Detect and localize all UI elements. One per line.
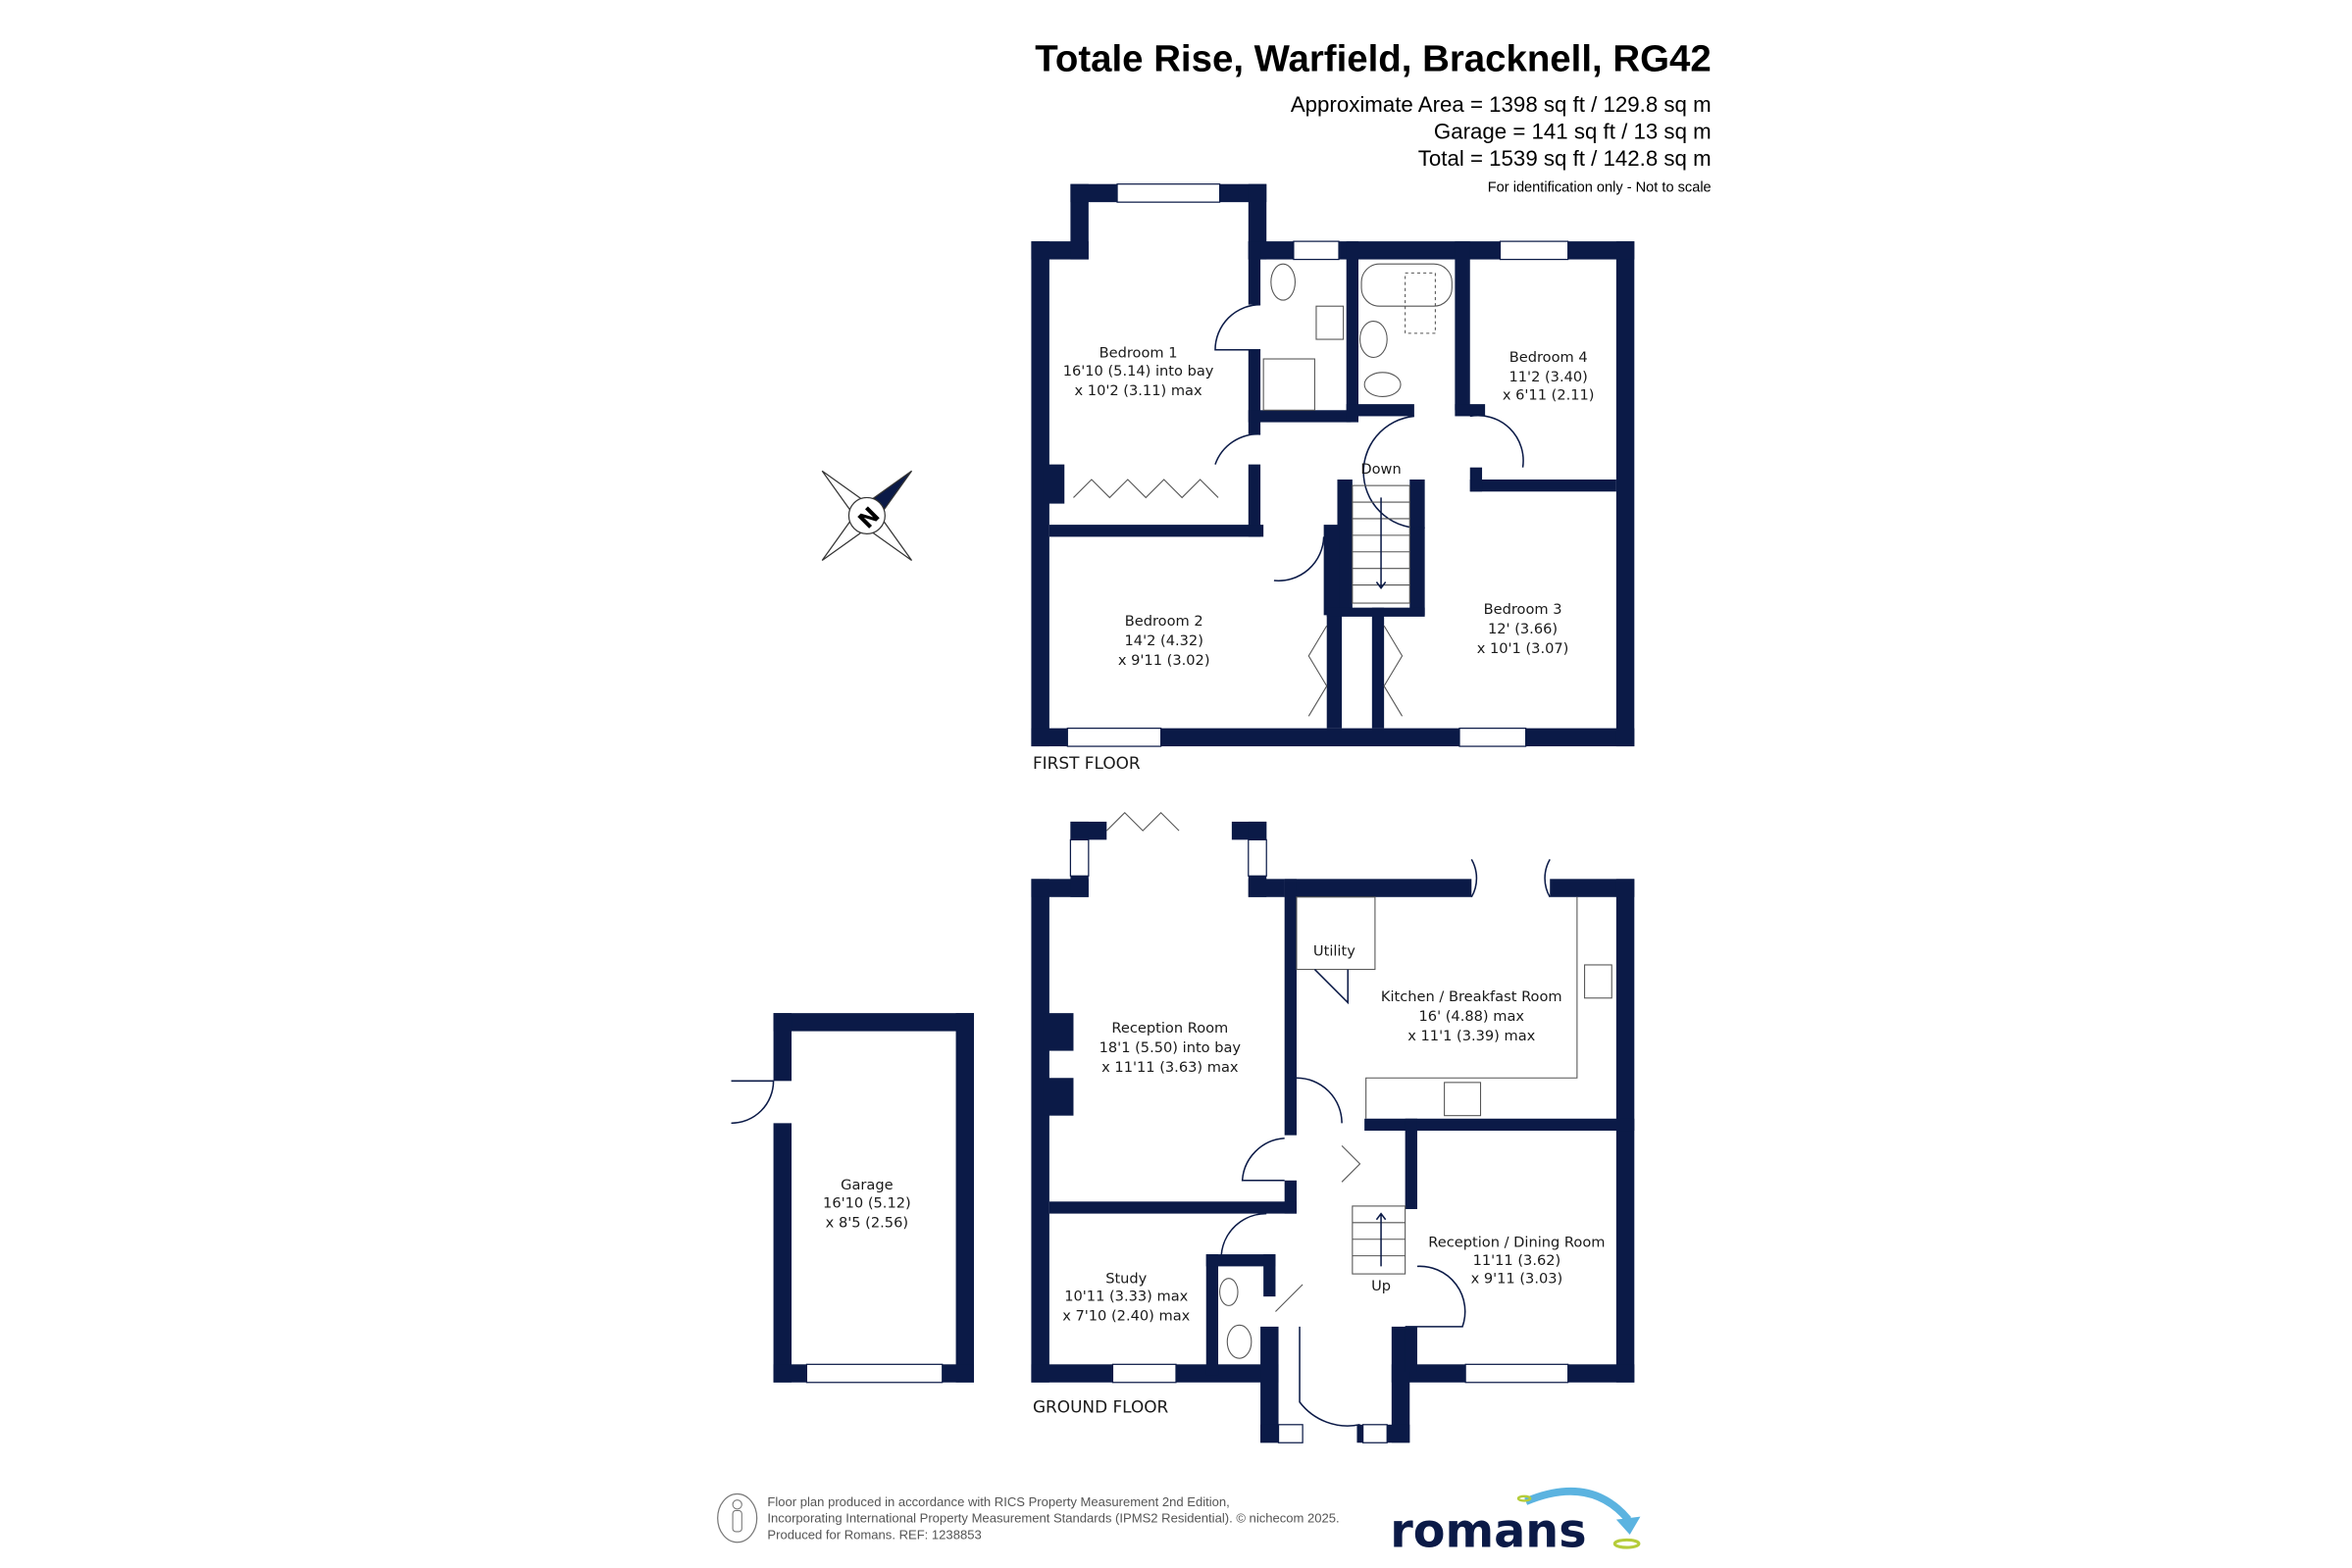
kitchen-dim1: 16' (4.88) max	[1419, 1008, 1525, 1025]
bedroom-4-name: Bedroom 4	[1509, 349, 1588, 366]
ground-floor-plan: Reception Room 18'1 (5.50) into bay x 11…	[1031, 811, 1635, 1443]
bedroom-4-dim2: x 6'11 (2.11)	[1503, 387, 1595, 404]
bedroom-1-name: Bedroom 1	[1099, 344, 1178, 361]
footer-line-1: Floor plan produced in accordance with R…	[767, 1494, 1229, 1509]
kitchen-name: Kitchen / Breakfast Room	[1381, 988, 1562, 1005]
bedroom-1-dim1: 16'10 (5.14) into bay	[1063, 363, 1214, 379]
footer: Floor plan produced in accordance with R…	[717, 1488, 1641, 1558]
stairs-up-label: Up	[1371, 1278, 1391, 1294]
reception-room-dim2: x 11'11 (3.63) max	[1101, 1059, 1239, 1076]
first-floor-windows	[1066, 183, 1569, 747]
logo-arrow-icon	[1524, 1488, 1632, 1523]
garage-area: Garage = 141 sq ft / 13 sq m	[1434, 120, 1712, 144]
first-floor-plan: Bedroom 1 16'10 (5.14) into bay x 10'2 (…	[1031, 183, 1635, 773]
first-floor-fixtures	[1073, 263, 1524, 717]
study-dim1: 10'11 (3.33) max	[1064, 1289, 1188, 1305]
bedroom-3-name: Bedroom 3	[1484, 601, 1562, 618]
dining-room-dim2: x 9'11 (3.03)	[1471, 1270, 1563, 1287]
stairs-down-label: Down	[1360, 461, 1401, 478]
ground-floor-fixtures	[1105, 811, 1612, 1427]
utility-name: Utility	[1313, 943, 1355, 960]
bedroom-3-dim1: 12' (3.66)	[1488, 621, 1558, 637]
bedroom-3-dim2: x 10'1 (3.07)	[1477, 640, 1569, 657]
logo-text: romans	[1390, 1504, 1586, 1558]
kitchen-dim2: x 11'1 (3.39) max	[1407, 1028, 1535, 1044]
garage-dim2: x 8'5 (2.56)	[826, 1214, 908, 1231]
bedroom-1-dim2: x 10'2 (3.11) max	[1075, 382, 1202, 399]
first-floor-stairs	[1352, 484, 1410, 604]
footer-line-3: Produced for Romans. REF: 1238853	[767, 1528, 981, 1543]
garage-dim1: 16'10 (5.12)	[823, 1194, 911, 1211]
dining-room-dim1: 11'11 (3.62)	[1473, 1252, 1561, 1269]
ground-floor-windows	[1069, 838, 1569, 1443]
garage-name: Garage	[841, 1177, 893, 1193]
ground-floor-stairs	[1352, 1205, 1406, 1275]
compass-icon	[821, 470, 913, 562]
header: Totale Rise, Warfield, Bracknell, RG42 A…	[1035, 37, 1711, 195]
first-floor-label: FIRST FLOOR	[1033, 753, 1141, 773]
bedroom-2-name: Bedroom 2	[1125, 613, 1203, 630]
reception-room-dim1: 18'1 (5.50) into bay	[1099, 1039, 1242, 1056]
romans-logo: romans	[1390, 1488, 1641, 1558]
ground-floor-label: GROUND FLOOR	[1033, 1397, 1169, 1417]
total-area: Total = 1539 sq ft / 142.8 sq m	[1418, 146, 1712, 171]
bedroom-4-dim1: 11'2 (3.40)	[1508, 369, 1587, 385]
approximate-area: Approximate Area = 1398 sq ft / 129.8 sq…	[1291, 92, 1712, 117]
disclaimer: For identification only - Not to scale	[1488, 179, 1712, 195]
study-name: Study	[1105, 1270, 1147, 1287]
first-floor-labels: Bedroom 1 16'10 (5.14) into bay x 10'2 (…	[1033, 344, 1595, 773]
ground-floor-labels: Reception Room 18'1 (5.50) into bay x 11…	[1033, 943, 1606, 1417]
bedroom-2-dim1: 14'2 (4.32)	[1125, 632, 1203, 649]
bedroom-2-dim2: x 9'11 (3.02)	[1118, 652, 1210, 669]
reception-room-name: Reception Room	[1111, 1020, 1228, 1037]
property-title: Totale Rise, Warfield, Bracknell, RG42	[1035, 37, 1711, 79]
garage-plan: Garage 16'10 (5.12) x 8'5 (2.56)	[731, 1013, 975, 1384]
person-icon	[717, 1492, 758, 1543]
dining-room-name: Reception / Dining Room	[1428, 1234, 1605, 1250]
ground-floor-walls	[1031, 821, 1635, 1443]
study-dim2: x 7'10 (2.40) max	[1062, 1308, 1190, 1325]
footer-line-2: Incorporating International Property Mea…	[767, 1511, 1339, 1526]
